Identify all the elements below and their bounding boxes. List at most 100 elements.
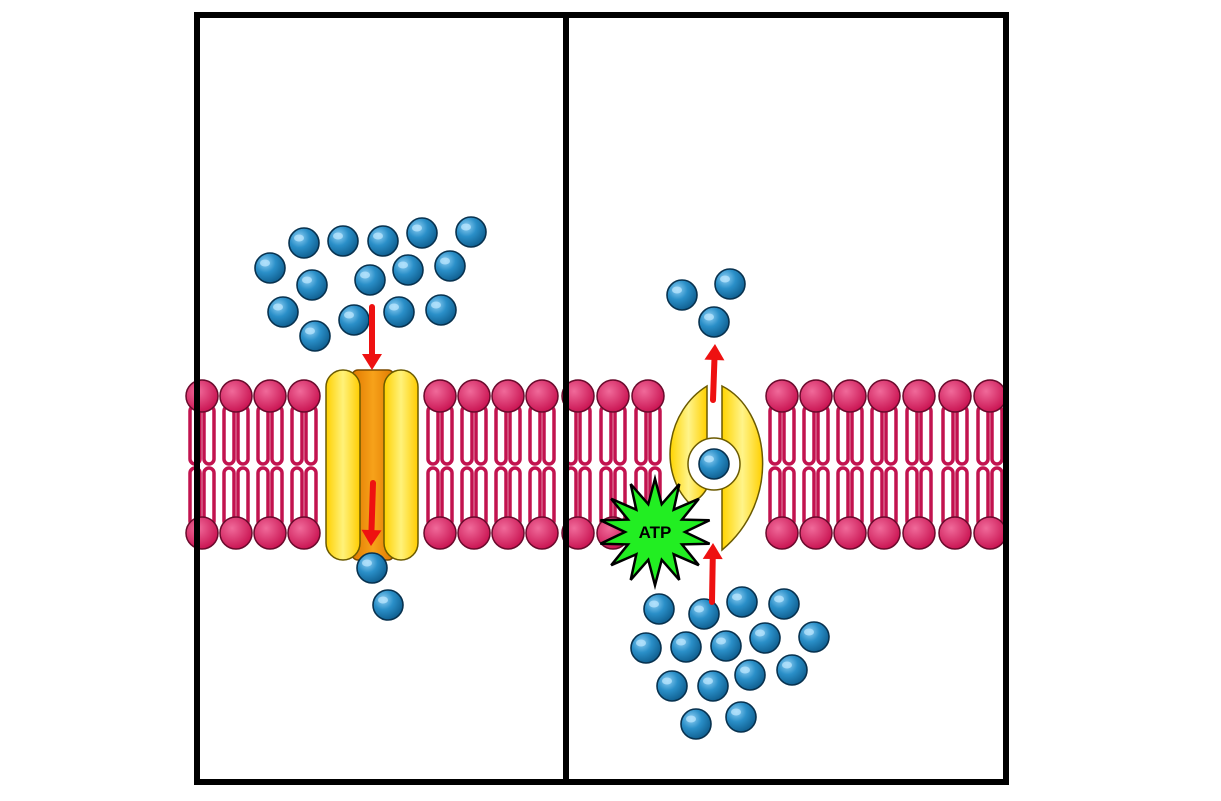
lipid-head	[423, 379, 457, 413]
lipid-tail	[955, 404, 969, 466]
lipid-tail	[270, 404, 284, 466]
molecule-sphere	[680, 708, 712, 740]
molecule	[338, 304, 370, 336]
channel-protein	[325, 369, 419, 561]
lipid-head	[799, 516, 833, 550]
molecule-highlight	[389, 303, 399, 311]
molecule-sphere	[749, 622, 781, 654]
lipid-tail	[648, 404, 662, 466]
lipid-head	[973, 379, 1007, 413]
phospholipid	[457, 379, 491, 550]
molecule-sphere	[254, 252, 286, 284]
molecule-highlight	[373, 232, 383, 240]
molecule-sphere	[725, 701, 757, 733]
arrow-through-channel	[361, 480, 382, 546]
outer-border	[194, 12, 1009, 785]
molecule-sphere	[383, 296, 415, 328]
molecule	[666, 279, 698, 311]
molecule-sphere	[643, 593, 675, 625]
molecule	[670, 631, 702, 663]
lipid-tail	[236, 404, 250, 466]
lipid-tail	[599, 404, 613, 466]
molecule	[434, 250, 466, 282]
lipid-head	[491, 516, 525, 550]
lipid-tail	[990, 404, 1004, 466]
phospholipid	[765, 379, 799, 550]
molecule-highlight	[333, 232, 343, 240]
molecule	[734, 659, 766, 691]
lipid-head	[561, 379, 595, 413]
lipid-tail	[528, 404, 542, 466]
lipid-head	[973, 516, 1007, 550]
lipid-tail	[768, 404, 782, 466]
molecule-highlight	[431, 301, 441, 309]
molecule	[267, 296, 299, 328]
lipid-tail	[976, 404, 990, 466]
arrow-shaft	[368, 480, 376, 534]
lipid-tail	[578, 404, 592, 466]
lipid-tail	[634, 404, 648, 466]
lipid-head	[867, 379, 901, 413]
molecule-highlight	[398, 261, 408, 269]
lipid-head	[253, 516, 287, 550]
channel-subunit-right	[383, 369, 419, 561]
molecule	[392, 254, 424, 286]
molecule	[776, 654, 808, 686]
lipid-head	[765, 379, 799, 413]
molecule	[768, 588, 800, 620]
molecule-sphere	[768, 588, 800, 620]
lipid-head	[219, 379, 253, 413]
phospholipid	[423, 379, 457, 550]
lipid-head	[287, 516, 321, 550]
molecule	[643, 593, 675, 625]
molecule-highlight	[636, 639, 646, 647]
molecule-highlight	[686, 715, 696, 723]
molecule-highlight	[362, 559, 372, 567]
arrow-head	[704, 344, 725, 361]
molecule-sphere	[267, 296, 299, 328]
molecule-highlight	[305, 327, 315, 335]
lipid-head	[799, 379, 833, 413]
lipid-head	[423, 516, 457, 550]
molecule-sphere	[656, 670, 688, 702]
molecule-highlight	[716, 637, 726, 645]
lipid-head	[833, 516, 867, 550]
molecule-highlight	[676, 638, 686, 646]
lipid-tail	[508, 404, 522, 466]
molecule-highlight	[720, 275, 730, 283]
molecule	[455, 216, 487, 248]
lipid-tail	[542, 404, 556, 466]
lipid-head	[596, 379, 630, 413]
channel-subunit-left	[325, 369, 361, 561]
molecule-highlight	[804, 628, 814, 636]
molecule-sphere	[425, 294, 457, 326]
molecule-sphere	[714, 268, 746, 300]
lipid-tail	[290, 404, 304, 466]
lipid-tail	[613, 404, 627, 466]
lipid-tail	[802, 404, 816, 466]
molecule	[697, 670, 729, 702]
lipid-tail	[919, 404, 933, 466]
molecule-highlight	[378, 596, 388, 604]
molecule-highlight	[774, 595, 784, 603]
lipid-head	[525, 379, 559, 413]
pump-protein	[669, 384, 764, 552]
transport-proteins	[325, 369, 764, 561]
phospholipid	[833, 379, 867, 550]
molecule-sphere	[666, 279, 698, 311]
lipid-head	[902, 516, 936, 550]
lipid-tail	[440, 404, 454, 466]
lipid-head	[491, 379, 525, 413]
molecule	[254, 252, 286, 284]
molecule	[688, 598, 720, 630]
lipid-tail	[304, 404, 318, 466]
molecule-highlight	[412, 224, 422, 232]
lipid-tail	[222, 404, 236, 466]
molecule	[356, 552, 388, 584]
molecule-sphere	[455, 216, 487, 248]
molecule-sphere	[327, 225, 359, 257]
molecule-highlight	[694, 605, 704, 613]
molecule	[656, 670, 688, 702]
molecule-highlight	[704, 313, 714, 321]
